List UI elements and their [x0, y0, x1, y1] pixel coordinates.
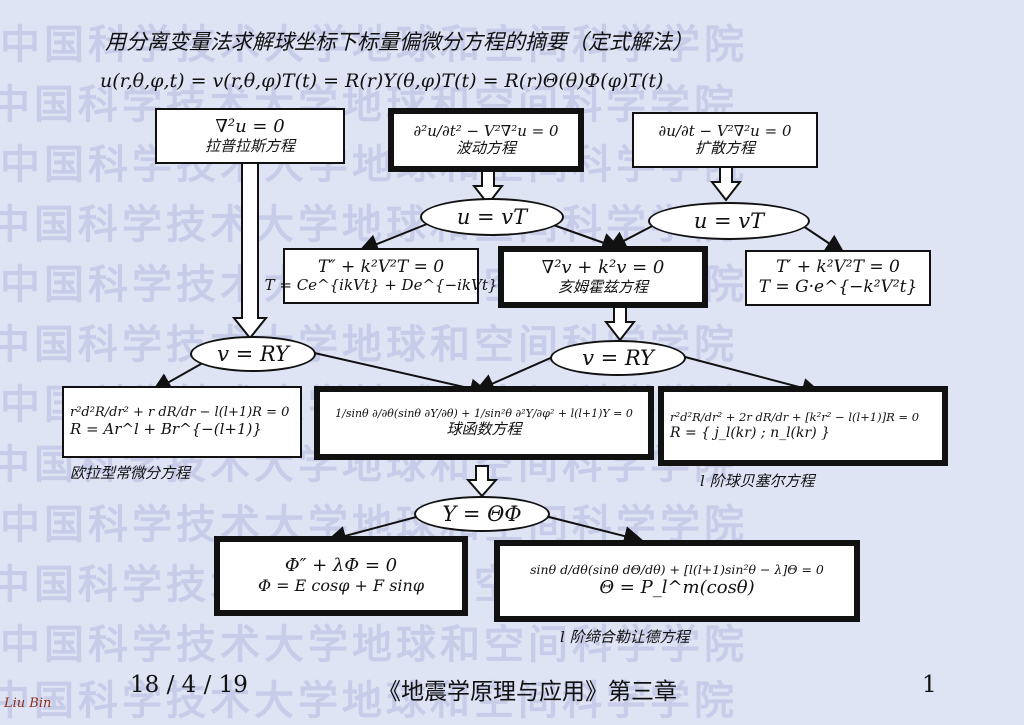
thin-arrows [151, 221, 846, 546]
diffusion-box: ∂u/∂t − V²∇²u = 0 扩散方程 [632, 112, 818, 168]
wave-box: ∂²u/∂t² − V²∇²u = 0 波动方程 [388, 108, 584, 172]
arrow-helmholtz-to-sep [603, 305, 637, 342]
right-separation-oval: v = RY [550, 340, 686, 376]
legendre-equation: sinθ d/dθ(sinθ dΘ/dθ) + [l(l+1)sin²θ − λ… [530, 562, 824, 578]
legendre-solution: Θ = P_l^m(cosθ) [599, 576, 755, 598]
bessel-equation: r²d²R/dr² + 2r dR/dr + [k²r² − l(l+1)]R … [670, 410, 920, 425]
arrow-wave-to-sep [471, 169, 505, 206]
wave-time-box: T″ + k²V²T = 0 T = Ce^{ikVt} + De^{−ikVt… [265, 248, 497, 304]
arrow-spherical-to-y-sep [465, 465, 499, 498]
wave-equation: ∂²u/∂t² − V²∇²u = 0 [413, 121, 559, 140]
wave-caption: 波动方程 [455, 139, 516, 157]
link-right-sep-to-spherical [474, 355, 556, 393]
euler-box: r²d²R/dr² + r dR/dr − l(l+1)R = 0 R = Ar… [62, 386, 302, 458]
legendre-box: sinθ d/dθ(sinθ dΘ/dθ) + [l(l+1)sin²θ − λ… [494, 540, 860, 622]
wave-separation-oval: u = vT [420, 198, 564, 236]
helmholtz-box: ∇²v + k²v = 0 亥姆霍兹方程 [498, 246, 708, 308]
phi-box: Φ″ + λΦ = 0 Φ = E cosφ + F sinφ [214, 536, 468, 616]
left-separation-oval: v = RY [190, 336, 316, 372]
laplace-equation: ∇²u = 0 [215, 116, 285, 138]
wave-time-solution: T = Ce^{ikVt} + De^{−ikVt} [264, 276, 498, 295]
spherical-caption: 球函数方程 [446, 419, 522, 438]
arrow-laplace-to-left-sep [231, 161, 269, 340]
y-separation-oval: Y = ΘΦ [414, 496, 550, 532]
link-wave-sep-to-helmholtz [544, 221, 622, 253]
wave-time-equation: T″ + k²V²T = 0 [317, 256, 445, 277]
diffusion-equation: ∂u/∂t − V²∇²u = 0 [658, 121, 792, 140]
helmholtz-equation: ∇²v + k²v = 0 [541, 257, 665, 279]
block-arrows [231, 161, 743, 498]
watermark-row: 中国科学技术大学地球和空间科学学院 [0, 22, 748, 68]
diffusion-time-solution: T = G·e^{−k²V²t} [758, 277, 918, 297]
arrow-diff-to-sep [709, 165, 743, 202]
watermark-row: 中国科学技术大学地球和空间科学学院 [0, 678, 738, 724]
page-title: 用分离变量法求解球坐标下标量偏微分方程的摘要（定式解法） [105, 30, 693, 54]
watermark-row: 中国科学技术大学地球和空间科学学院 [0, 622, 748, 668]
laplace-box: ∇²u = 0 拉普拉斯方程 [155, 108, 345, 164]
spherical-equation: 1/sinθ ∂/∂θ(sinθ ∂Y/∂θ) + 1/sin²θ ∂²Y/∂φ… [335, 407, 633, 421]
separation-formula: u(r,θ,φ,t) = v(r,θ,φ)T(t) = R(r)Y(θ,φ)T(… [100, 70, 664, 92]
euler-caption: 欧拉型常微分方程 [70, 464, 191, 482]
legendre-caption: l 阶缔合勒让德方程 [560, 628, 690, 646]
diffusion-time-box: T′ + k²V²T = 0 T = G·e^{−k²V²t} [745, 250, 931, 306]
watermark-row: 中国科学技术大学地球和空间科学学院 [0, 142, 748, 188]
euler-equation: r²d²R/dr² + r dR/dr − l(l+1)R = 0 [70, 404, 290, 420]
bessel-solution: R = { j_l(kr) ; n_l(kr) } [670, 424, 831, 441]
laplace-caption: 拉普拉斯方程 [204, 136, 295, 155]
bessel-caption: l 阶球贝塞尔方程 [700, 472, 815, 490]
footer-book-title: 《地震学原理与应用》第三章 [378, 679, 677, 705]
author-signature: Liu Bin [4, 696, 52, 711]
bessel-box: r²d²R/dr² + 2r dR/dr + [k²r² − l(l+1)]R … [658, 386, 948, 466]
watermark-row: 中国科学技术大学地球和空间科学学院 [0, 82, 738, 128]
link-diff-sep-to-T [799, 223, 846, 255]
helmholtz-caption: 亥姆霍兹方程 [557, 277, 648, 296]
page-number: 1 [922, 672, 937, 698]
link-wave-sep-to-T [358, 221, 433, 254]
spherical-box: 1/sinθ ∂/∂θ(sinθ ∂Y/∂θ) + 1/sin²θ ∂²Y/∂φ… [314, 386, 654, 460]
link-y-sep-to-legendre [544, 515, 644, 546]
footer-date: 18 / 4 / 19 [130, 672, 248, 698]
phi-equation: Φ″ + λΦ = 0 [284, 555, 398, 577]
link-left-sep-to-euler [151, 359, 209, 392]
diffusion-time-equation: T′ + k²V²T = 0 [776, 257, 900, 278]
euler-solution: R = Ar^l + Br^{−(l+1)} [70, 419, 262, 438]
phi-solution: Φ = E cosφ + F sinφ [257, 576, 425, 596]
diffusion-separation-oval: u = vT [648, 202, 810, 240]
diffusion-caption: 扩散方程 [694, 139, 755, 157]
link-left-sep-to-spherical [309, 351, 490, 399]
